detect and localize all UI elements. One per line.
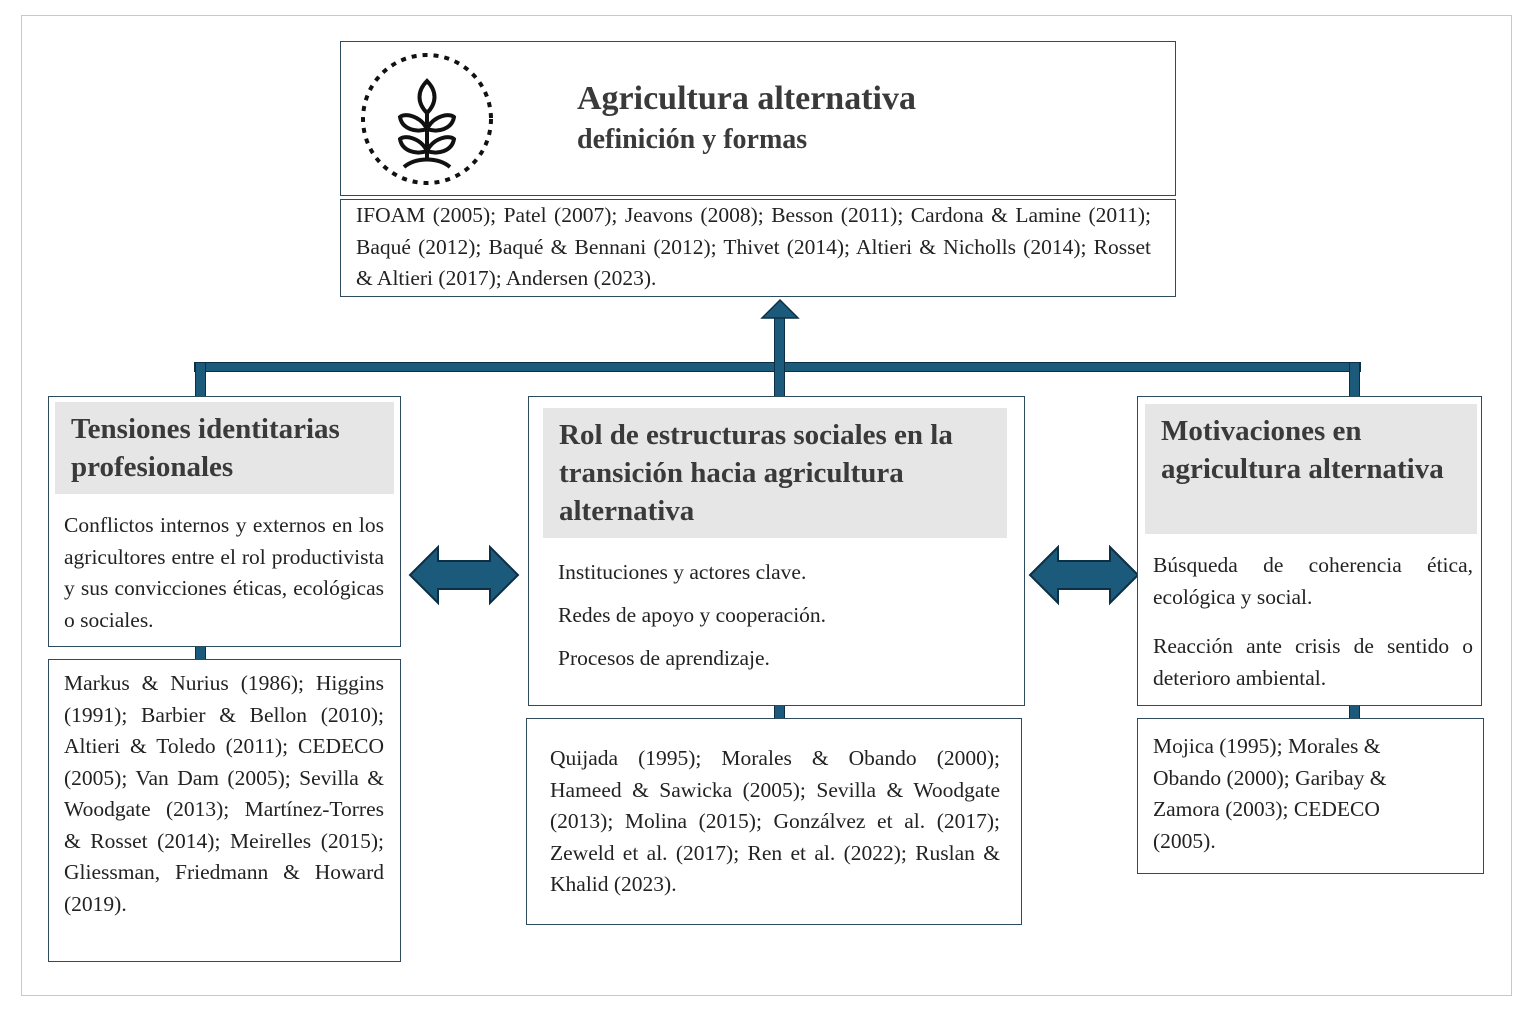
right-item: Búsqueda de coherencia ética, ecológica …	[1153, 553, 1473, 609]
center-references: Quijada (1995); Morales & Obando (2000);…	[550, 746, 1000, 896]
left-concept-box: Tensiones identitarias profesionales Con…	[48, 396, 401, 647]
center-references-box: Quijada (1995); Morales & Obando (2000);…	[526, 718, 1022, 925]
center-item: Redes de apoyo y cooperación.	[558, 603, 827, 627]
center-items: Instituciones y actores clave. Redes de …	[558, 560, 826, 689]
right-title: Motivaciones en agricultura alternativa	[1145, 404, 1477, 534]
center-title: Rol de estructuras sociales en la transi…	[543, 408, 1007, 538]
outer-frame	[21, 15, 1512, 996]
right-references-box: Mojica (1995); Morales & Obando (2000); …	[1137, 718, 1484, 874]
right-items: Búsqueda de coherencia ética, ecológica …	[1153, 550, 1473, 694]
right-concept-box: Motivaciones en agricultura alternativa …	[1137, 396, 1482, 706]
plant-sprout-icon	[361, 53, 493, 185]
left-references-box: Markus & Nurius (1986); Higgins (1991); …	[48, 659, 401, 962]
top-references: IFOAM (2005); Patel (2007); Jeavons (200…	[356, 203, 1151, 290]
left-title: Tensiones identitarias profesionales	[55, 402, 394, 494]
top-title-box: Agricultura alternativa definición y for…	[340, 41, 1176, 196]
main-title: Agricultura alternativa	[577, 80, 916, 117]
top-references-box: IFOAM (2005); Patel (2007); Jeavons (200…	[340, 199, 1176, 297]
center-concept-box: Rol de estructuras sociales en la transi…	[528, 396, 1025, 706]
center-item: Instituciones y actores clave.	[558, 560, 807, 584]
left-references: Markus & Nurius (1986); Higgins (1991); …	[64, 671, 384, 916]
double-arrow-right-icon	[1028, 544, 1140, 606]
right-drop-connector	[1349, 362, 1360, 398]
double-arrow-left-icon	[408, 544, 520, 606]
right-item: Reacción ante crisis de sentido o deteri…	[1153, 634, 1473, 690]
left-drop-connector	[195, 362, 206, 398]
right-references: Mojica (1995); Morales & Obando (2000); …	[1153, 734, 1387, 853]
up-arrow-head-icon	[760, 298, 800, 319]
left-description: Conflictos internos y externos en los ag…	[64, 513, 384, 632]
main-subtitle: definición y formas	[577, 124, 808, 155]
center-item: Procesos de aprendizaje.	[558, 646, 770, 670]
center-up-connector	[774, 314, 785, 398]
